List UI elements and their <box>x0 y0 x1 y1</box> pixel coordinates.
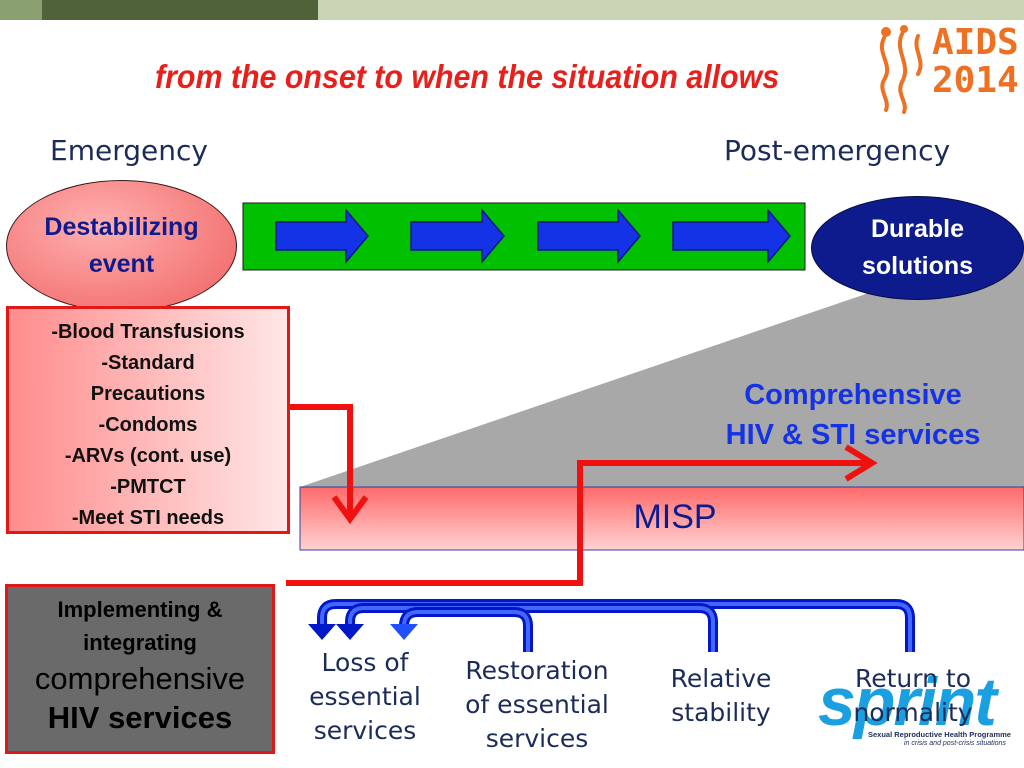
logo-line-1: AIDS <box>932 22 1019 63</box>
stage-line: of essential <box>465 690 609 719</box>
bracket-arrowhead <box>308 624 336 640</box>
misp-item: -Meet STI needs <box>71 507 225 529</box>
timeline-arrow <box>537 207 641 265</box>
implementing-line-3: comprehensive <box>34 661 246 696</box>
misp-item: -Blood Transfusions <box>51 321 245 343</box>
red-connector-head-right <box>844 444 878 482</box>
slide-title: from the onset to when the situation all… <box>155 58 780 95</box>
red-connector-down <box>286 404 353 515</box>
stage-line: essential <box>309 682 421 711</box>
comprehensive-line-2: HIV & STI services <box>725 419 981 451</box>
stage-relative-stability: Relative stability <box>648 662 794 730</box>
phase-label-emergency: Emergency <box>50 134 208 167</box>
misp-items-box: -Blood Transfusions -Standard Precaution… <box>6 306 290 534</box>
durable-line-1: Durable <box>870 215 965 243</box>
misp-item: -ARVs (cont. use) <box>64 445 232 467</box>
aids-logo-figures-icon <box>880 25 923 114</box>
timeline-arrow <box>275 207 369 265</box>
sprint-logo: sprint Sexual Reproductive Health Progra… <box>818 668 1018 764</box>
misp-band <box>299 486 1024 551</box>
implementing-box: Implementing & integrating comprehensive… <box>5 584 275 754</box>
sprint-logo-word: sprint <box>818 664 997 740</box>
stage-restoration-of-essential-services: Restoration of essential services <box>447 654 627 756</box>
implementing-line-1: Implementing & <box>57 597 223 622</box>
stage-line: stability <box>671 698 771 727</box>
durable-solutions-node: Durable solutions <box>811 196 1024 300</box>
bracket-arrowhead <box>390 624 418 640</box>
stage-line: services <box>313 716 417 745</box>
durable-line-2: solutions <box>861 252 974 280</box>
implementing-line-4: HIV services <box>47 700 233 735</box>
sprint-tagline-1: Sexual Reproductive Health Programme <box>868 730 1011 739</box>
stage-line: normality <box>853 698 973 727</box>
stage-line: Relative <box>670 664 772 693</box>
misp-label: MISP <box>633 498 717 536</box>
timeline-arrow <box>410 207 505 265</box>
blue-bracket-short-inner <box>402 610 530 652</box>
aids-logo: AIDS 2014 <box>932 24 1019 100</box>
stage-line: Loss of <box>321 648 409 677</box>
destabilizing-line-2: event <box>88 250 155 278</box>
logo-line-2: 2014 <box>932 60 1019 101</box>
blue-bracket-middle-inner <box>348 606 715 652</box>
misp-item: Precautions <box>90 383 206 405</box>
comprehensive-wedge <box>300 240 1024 487</box>
sprint-tagline-2: in crisis and post-crisis situations <box>904 740 1006 747</box>
implementing-line-2: integrating <box>83 630 197 655</box>
phase-label-post-emergency: Post-emergency <box>724 134 951 167</box>
destabilizing-event-node: Destabilizing event <box>6 180 237 312</box>
comprehensive-label: Comprehensive HIV & STI services <box>690 375 1016 455</box>
stage-return-to-normality: Return to normality <box>840 662 986 730</box>
stage-line: Return to <box>854 664 971 693</box>
top-decorative-bar <box>0 0 1024 20</box>
bracket-arrowhead <box>336 624 364 640</box>
destabilizing-line-1: Destabilizing <box>44 213 199 241</box>
stage-loss-of-essential-services: Loss of essential services <box>295 646 435 748</box>
red-connector-head <box>331 495 369 525</box>
top-bar-segment-dark <box>42 0 318 20</box>
timeline-arrow <box>672 207 791 265</box>
misp-item: -Standard <box>101 352 195 374</box>
stage-line: services <box>485 724 589 753</box>
red-connector-up <box>286 460 870 586</box>
misp-item: -PMTCT <box>110 476 186 498</box>
comprehensive-line-1: Comprehensive <box>744 379 962 411</box>
stage-line: Restoration <box>465 656 609 685</box>
top-bar-segment-light <box>0 0 42 20</box>
misp-item: -Condoms <box>98 414 198 436</box>
